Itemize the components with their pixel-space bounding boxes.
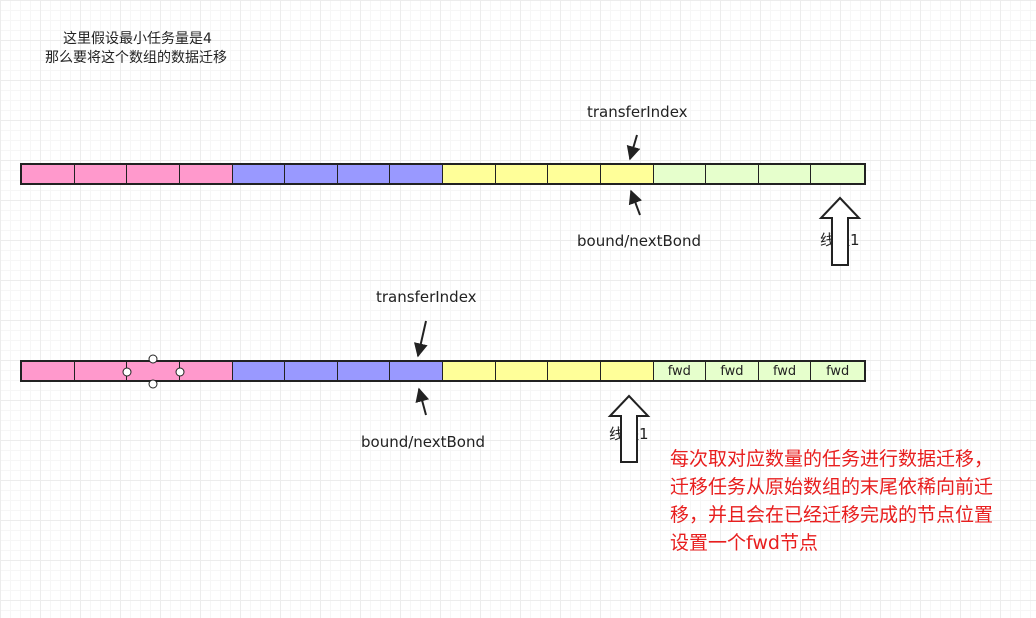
array-top: [20, 163, 866, 185]
array_bottom-cell: [22, 362, 75, 380]
array_top-cell: [495, 165, 549, 183]
explanation-line-2: 迁移任务从原始数组的末尾依稀向前迁: [670, 476, 994, 498]
array_top-cell: [179, 165, 233, 183]
array_top-cell: [74, 165, 128, 183]
array_top-cell: [127, 165, 180, 183]
top-transfer-index-label: transferIndex: [587, 103, 688, 121]
note-line-1: 这里假设最小任务量是4: [63, 31, 212, 47]
array_top-cell: [232, 165, 286, 183]
array_top-cell: [22, 165, 75, 183]
array_bottom-cell: [548, 362, 601, 380]
array_top-cell: [758, 165, 812, 183]
array_bottom-cell: [600, 362, 654, 380]
array_bottom-cell: [495, 362, 549, 380]
selection-handles: [122, 354, 185, 389]
top-transfer-index-arrow: [626, 134, 641, 161]
array_top-cell: [337, 165, 391, 183]
array_bottom-cell: [285, 362, 338, 380]
array_bottom-cell: [179, 362, 233, 380]
bottom-bound-label: bound/nextBond: [361, 433, 486, 451]
top-bound-arrow: [628, 189, 642, 216]
array_bottom-cell: [337, 362, 391, 380]
top-bound-label: bound/nextBond: [577, 232, 702, 250]
array_top-cell: [811, 165, 864, 183]
array_bottom-cell: fwd: [811, 362, 864, 380]
note-line-2: 那么要将这个数组的数据迁移: [45, 50, 227, 66]
array_bottom-cell: fwd: [653, 362, 707, 380]
array_top-cell: [600, 165, 654, 183]
array_bottom-cell: fwd: [758, 362, 812, 380]
array_bottom-cell: fwd: [706, 362, 759, 380]
bottom-thread-up-arrow: [607, 394, 651, 463]
bottom-transfer-index-label: transferIndex: [376, 288, 477, 306]
explanation-line-3: 移，并且会在已经迁移完成的节点位置: [670, 504, 994, 526]
array_top-cell: [706, 165, 759, 183]
array_bottom-cell: [390, 362, 443, 380]
explanation-line-1: 每次取对应数量的任务进行数据迁移，: [670, 448, 994, 470]
array_top-cell: [285, 165, 338, 183]
explanation-line-4: 设置一个fwd节点: [670, 532, 818, 554]
bottom-bound-arrow: [415, 387, 430, 416]
array_top-cell: [390, 165, 443, 183]
top-thread-up-arrow: [818, 196, 862, 266]
array_top-cell: [443, 165, 496, 183]
array_bottom-cell: [443, 362, 496, 380]
array_top-cell: [548, 165, 601, 183]
array_top-cell: [653, 165, 707, 183]
bottom-transfer-index-arrow: [413, 320, 428, 358]
array_bottom-cell: [232, 362, 286, 380]
